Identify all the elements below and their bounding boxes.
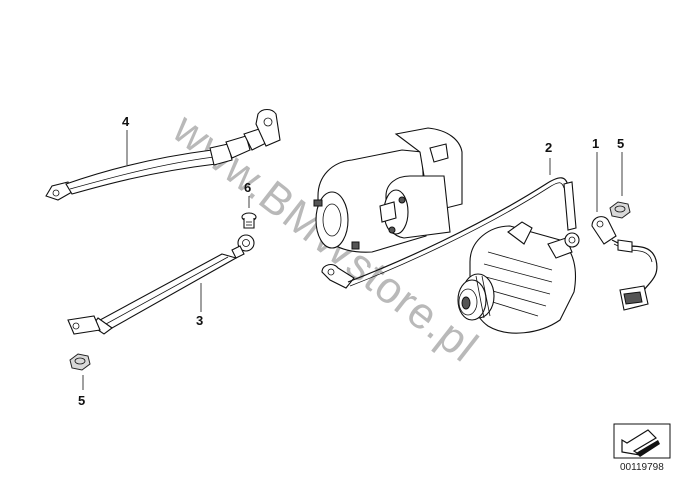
- callout-5-left: 5: [78, 393, 85, 408]
- callout-5-right: 5: [617, 136, 624, 151]
- sensor-lead-part-1[interactable]: [591, 216, 658, 311]
- alternator: [457, 221, 577, 334]
- orientation-arrow-box: [613, 423, 671, 459]
- diagram-code: 00119798: [620, 462, 664, 473]
- nut-part-5-left[interactable]: [69, 353, 91, 371]
- nut-part-5-right[interactable]: [609, 201, 631, 219]
- callout-1: 1: [592, 136, 599, 151]
- callout-3: 3: [196, 313, 203, 328]
- callout-4: 4: [122, 114, 130, 129]
- ground-strap-part-3[interactable]: [67, 234, 255, 335]
- bolt-part-6[interactable]: [241, 212, 257, 229]
- cable-part-2[interactable]: [321, 177, 580, 289]
- callout-6: 6: [244, 180, 251, 195]
- starter-motor: [313, 127, 463, 253]
- battery-cable-part-4[interactable]: [45, 108, 281, 201]
- callout-2: 2: [545, 140, 552, 155]
